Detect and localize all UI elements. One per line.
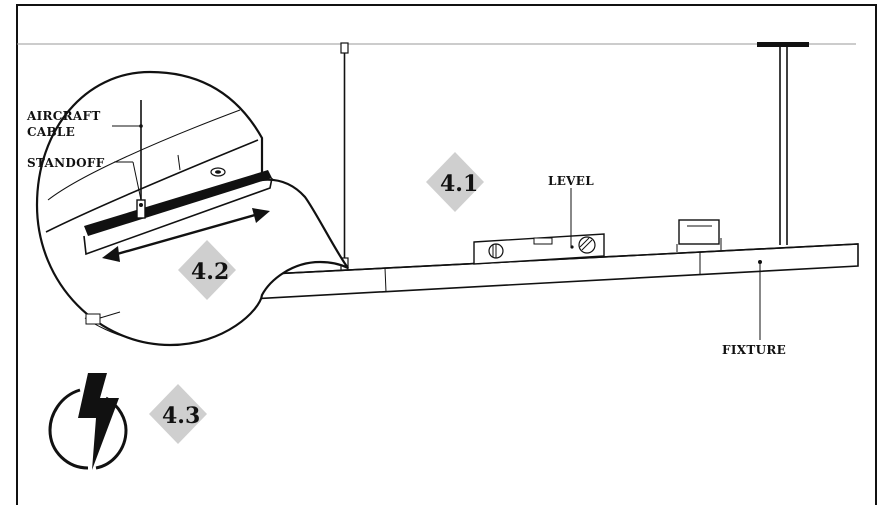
ceiling-canopy [757, 42, 809, 47]
mounting-bracket [676, 219, 722, 252]
fixture-label: FIXTURE [722, 343, 786, 357]
aircraft-cable-label-line2: CABLE [27, 125, 75, 139]
step-badge-4-3: 4.3 [149, 384, 207, 444]
detail-fixture-closeup [45, 109, 273, 339]
step-badge-4-2: 4.2 [178, 240, 236, 300]
electrical-hazard-icon [48, 373, 128, 470]
diagram-frame [16, 4, 877, 505]
step-4-3-label: 4.3 [162, 403, 200, 429]
cable-gripper-top [340, 42, 349, 54]
power-cord [779, 47, 788, 245]
aircraft-cable-label-line1: AIRCRAFT [26, 109, 101, 123]
step-badge-4-1: 4.1 [426, 152, 484, 212]
standoff-label: STANDOFF [27, 156, 105, 170]
adjust-arrow-icon [102, 208, 270, 262]
detail-standoff [136, 199, 146, 219]
detail-callout [35, 70, 349, 347]
level-label: LEVEL [548, 174, 594, 188]
step-4-1-label: 4.1 [440, 171, 478, 197]
step-4-2-label: 4.2 [191, 259, 229, 285]
